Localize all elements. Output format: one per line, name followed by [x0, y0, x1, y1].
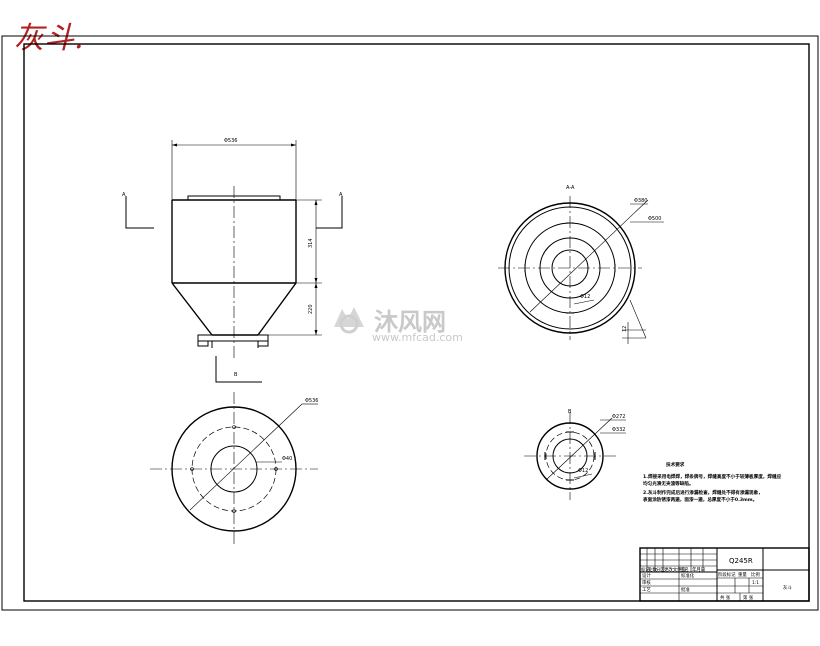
- drawing-title: 灰斗.: [14, 21, 84, 56]
- tb-sheets: 共 张: [720, 594, 731, 601]
- title-block: Q245R 灰斗 标记 处数 分区 更改文件号 签名 年月日 设计 标准化 审核…: [639, 547, 810, 602]
- dim-b-d2: Φ332: [612, 427, 625, 433]
- front-view: Φ536 314 220 A A: [122, 138, 343, 383]
- tb-scale-value: 1:1: [752, 580, 759, 586]
- tb-weight: 重量: [738, 571, 747, 578]
- cut-marker-a-right: A: [339, 192, 343, 198]
- dim-height-upper: 314: [308, 238, 314, 248]
- watermark-url: www.mfcad.com: [372, 331, 463, 344]
- tech-line-3: 2.灰斗制作完成后进行渗漏检查，焊缝处不得有渗漏现象，: [643, 489, 763, 496]
- cut-marker-a-left: A: [122, 192, 126, 198]
- section-label: A-A: [566, 185, 575, 191]
- tb-material: Q245R: [729, 557, 753, 565]
- tech-line-4: 表面涂防锈漆两遍，面漆一遍，总厚度不小于0.3mm。: [642, 496, 757, 503]
- outer-frame: [1, 35, 819, 611]
- dim-b-d1: Φ272: [612, 414, 625, 420]
- section-a-a-view: A-A Φ380 Φ500 Φ12 12: [498, 185, 664, 344]
- dim-section-d1: Φ380: [634, 198, 647, 204]
- view-b: B Φ272 Φ332 Φ12: [524, 409, 626, 500]
- plan-view: Φ536 Φ40: [150, 392, 318, 546]
- watermark: 沐风网 www.mfcad.com: [334, 307, 463, 344]
- tech-line-2: 均匀光滑无夹渣等缺陷。: [643, 480, 694, 487]
- dim-top-width: Φ536: [224, 138, 237, 144]
- tb-check: 审核: [642, 579, 651, 586]
- tb-standard: 标准化: [681, 572, 695, 579]
- dim-plan-outer: Φ536: [305, 398, 318, 404]
- watermark-logo-icon: [334, 307, 364, 334]
- cut-marker-b: B: [234, 372, 238, 378]
- dim-section-thickness: 12: [622, 326, 628, 332]
- tb-drawing-name: 灰斗: [783, 584, 792, 591]
- tb-label-sign: 签名: [680, 566, 689, 573]
- tech-requirements: 技术要求 1.焊接采用电焊焊，焊条牌号，焊缝高度不小于较薄板厚度，焊缝应 均匀光…: [642, 461, 782, 503]
- dim-plan-inner: Φ40: [282, 456, 292, 462]
- tb-scale: 比例: [751, 571, 760, 578]
- dim-section-hole: Φ12: [580, 294, 590, 300]
- tb-process: 工艺: [642, 587, 651, 593]
- tb-label-change: 更改文件号: [664, 566, 687, 573]
- tb-label-zone: 分区: [656, 566, 665, 573]
- tb-design: 设计: [642, 572, 651, 579]
- inner-frame: [23, 43, 810, 602]
- tb-sheet: 第 张: [743, 594, 754, 601]
- dim-height-lower: 220: [308, 304, 314, 314]
- tech-heading: 技术要求: [666, 461, 685, 468]
- tb-stage: 阶段标记: [718, 571, 736, 578]
- tb-approve: 批准: [681, 586, 690, 593]
- tb-label-mark: 标记: [641, 566, 650, 573]
- tech-line-1: 1.焊接采用电焊焊，焊条牌号，焊缝高度不小于较薄板厚度，焊缝应: [643, 473, 782, 480]
- dim-section-d2: Φ500: [648, 216, 661, 222]
- watermark-cn: 沐风网: [374, 308, 446, 336]
- tb-label-count: 处数: [648, 566, 657, 573]
- dim-b-hole: Φ12: [578, 468, 588, 474]
- tb-label-date: 年月日: [692, 566, 705, 573]
